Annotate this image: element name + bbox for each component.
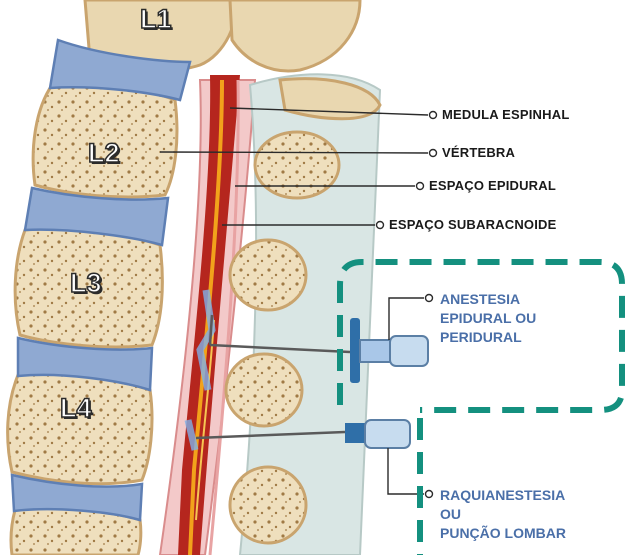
label-espaco-epidural: ESPAÇO EPIDURAL [429, 178, 556, 193]
label-anestesia-epidural-line1: ANESTESIA [440, 290, 536, 309]
label-raquianestesia-line2: OU [440, 505, 566, 524]
label-raquianestesia-line1: RAQUIANESTESIA [440, 486, 566, 505]
vertebra-l4 [8, 374, 152, 484]
spinous-process-2 [230, 240, 306, 310]
spinous-process-1 [255, 132, 339, 198]
label-anestesia-epidural: ANESTESIA EPIDURAL OU PERIDURAL [440, 290, 536, 347]
vertebra-label-l4: L4 [60, 393, 92, 424]
vertebra-label-l2: L2 [88, 138, 120, 169]
vertebra-label-l3: L3 [70, 268, 102, 299]
label-vertebra: VÉRTEBRA [442, 145, 515, 160]
label-medula-espinhal: MEDULA ESPINHAL [442, 107, 569, 122]
spinous-process-4 [230, 467, 306, 543]
label-anestesia-epidural-line3: PERIDURAL [440, 328, 536, 347]
spinous-process-3 [226, 354, 302, 426]
label-raquianestesia: RAQUIANESTESIA OU PUNÇÃO LOMBAR [440, 486, 566, 543]
label-espaco-subaracnoide: ESPAÇO SUBARACNOIDE [389, 217, 557, 232]
label-raquianestesia-line3: PUNÇÃO LOMBAR [440, 524, 566, 543]
vertebra-label-l1: L1 [140, 4, 172, 35]
label-anestesia-epidural-line2: EPIDURAL OU [440, 309, 536, 328]
